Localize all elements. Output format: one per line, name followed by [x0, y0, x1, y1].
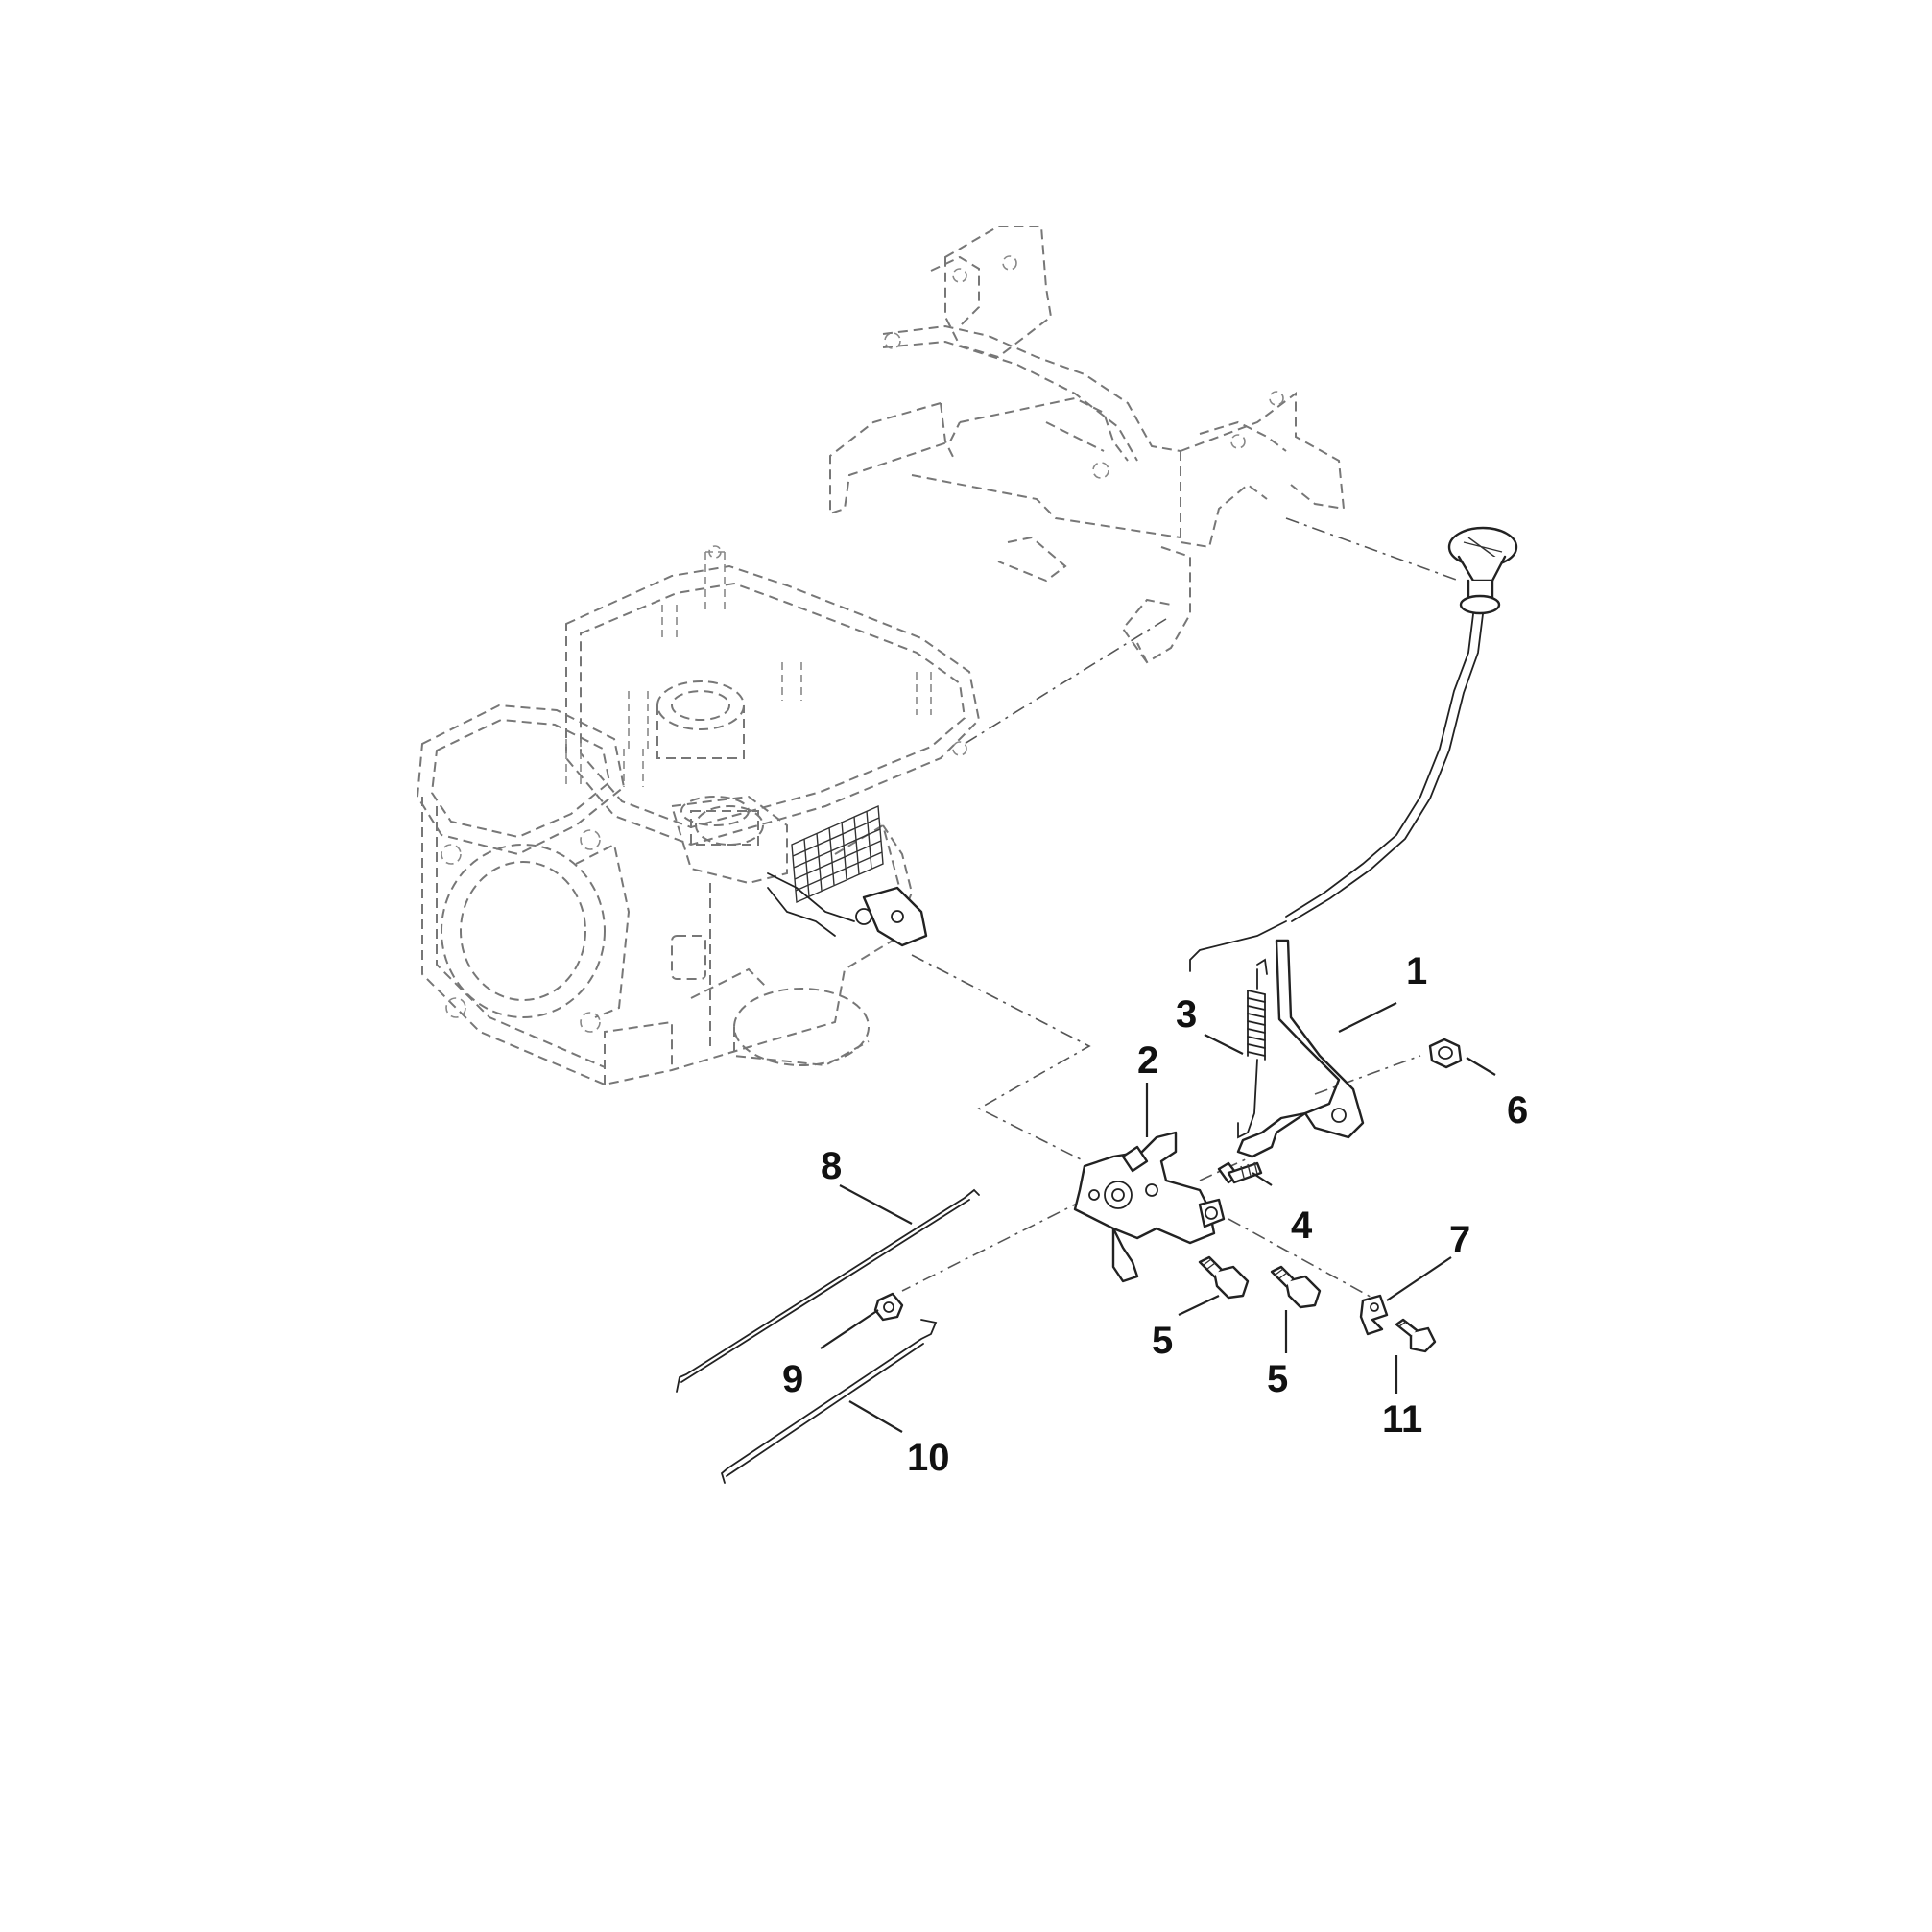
clip-part [1359, 1294, 1389, 1336]
leader-lines [820, 1002, 1496, 1433]
callout-7: 7 [1449, 1219, 1470, 1261]
callout-2: 2 [1137, 1039, 1158, 1082]
engine-linkage-icon [767, 872, 928, 947]
engine-block-ghost-icon [416, 545, 981, 1086]
callout-5b: 5 [1267, 1358, 1288, 1400]
spring-part [1237, 958, 1268, 1139]
rod-part-short [720, 1319, 938, 1484]
choke-knob-icon [1189, 526, 1518, 972]
small-clip-part [873, 1292, 904, 1322]
nut-part [1428, 1038, 1463, 1069]
callout-10: 10 [907, 1437, 950, 1479]
callout-3: 3 [1176, 993, 1197, 1036]
callout-11: 11 [1382, 1398, 1422, 1441]
cooling-grille-icon [791, 804, 884, 904]
bolt-part [1395, 1318, 1437, 1353]
callout-5a: 5 [1152, 1320, 1173, 1362]
callout-4: 4 [1291, 1205, 1313, 1247]
callout-1: 1 [1406, 950, 1427, 992]
mounting-frame-ghost-icon [829, 226, 1346, 664]
callout-6: 6 [1507, 1089, 1528, 1132]
screw-part-a [1198, 1255, 1250, 1300]
callout-9: 9 [782, 1358, 803, 1400]
alignment-lines [901, 517, 1460, 1301]
callout-labels: 1 2 3 4 5 5 6 7 8 9 10 11 [782, 950, 1528, 1479]
throttle-bracket-part [1073, 1131, 1226, 1283]
rod-part-long [676, 1188, 980, 1393]
pin-part [1217, 1161, 1263, 1184]
control-lever-part [1236, 939, 1365, 1158]
callout-8: 8 [821, 1145, 842, 1187]
screw-part-b [1270, 1265, 1322, 1309]
